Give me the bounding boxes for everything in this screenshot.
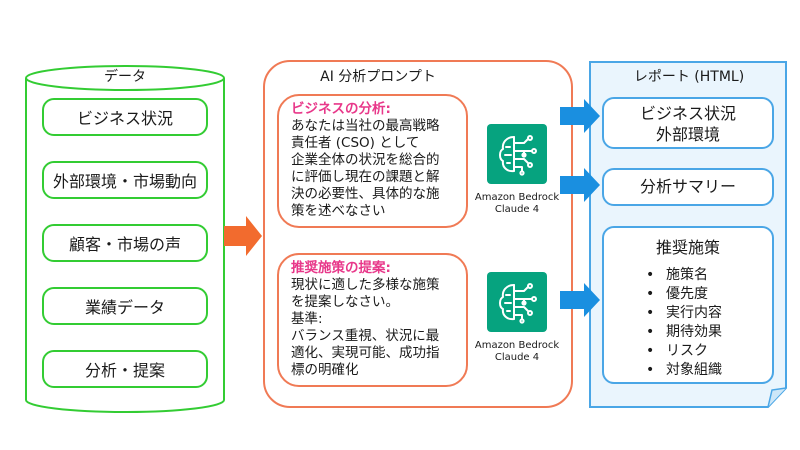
- list-item: 期待効果: [646, 323, 772, 342]
- proposal-prompt-title: 推奨施策の提案:: [291, 260, 391, 276]
- arrow-analysis-to-report-status: [560, 99, 600, 133]
- bedrock-name: Amazon Bedrock: [474, 192, 560, 203]
- proposal-prompt-line: 適化、実現可能、成功指: [291, 345, 440, 361]
- analysis-prompt-line: あなたは当社の最高戦略: [291, 118, 440, 134]
- analysis-prompt-line: 決の必要性、具体的な施: [291, 186, 440, 202]
- list-item: 優先度: [646, 285, 772, 304]
- bedrock-brain-icon: [487, 272, 547, 332]
- report-item-recommendations: 推奨施策 施策名 優先度 実行内容 期待効果 リスク 対象組織: [602, 226, 774, 384]
- analysis-prompt-title: ビジネスの分析:: [291, 101, 391, 117]
- recommend-bullet: 優先度: [666, 286, 708, 302]
- data-item-performance-data: 業績データ: [42, 287, 208, 325]
- list-item: リスク: [646, 342, 772, 361]
- proposal-prompt-line: バランス重視、状況に最: [291, 328, 440, 344]
- bedrock-caption-2: Amazon Bedrock Claude 4: [462, 340, 572, 364]
- proposal-prompt-box: 推奨施策の提案: 現状に適した多様な施策 を提案しなさい。 基準: バランス重視…: [277, 253, 468, 387]
- report-column-title: レポート (HTML): [633, 69, 745, 85]
- bedrock-brain-icon: [487, 124, 547, 184]
- bedrock-model: Claude 4: [494, 204, 540, 215]
- recommend-bullet: 期待効果: [666, 324, 722, 340]
- report-item-status-line1: ビジネス状況: [639, 104, 736, 123]
- bedrock-name: Amazon Bedrock: [474, 340, 560, 351]
- arrow-proposal-to-report-recommend: [560, 283, 600, 317]
- analysis-prompt-line: に評価し現在の課題と解: [291, 169, 440, 185]
- analysis-prompt-box: ビジネスの分析: あなたは当社の最高戦略 責任者 (CSO) として 企業全体の…: [277, 94, 468, 228]
- recommend-bullet: 実行内容: [666, 305, 722, 321]
- bedrock-caption-1: Amazon Bedrock Claude 4: [462, 192, 572, 216]
- data-column-title: データ: [104, 69, 146, 85]
- report-item-status-line2: 外部環境: [655, 125, 720, 144]
- recommend-bullet: 施策名: [666, 267, 708, 283]
- recommend-bullet: リスク: [666, 343, 708, 359]
- proposal-prompt-line: 現状に適した多様な施策: [291, 277, 440, 293]
- list-item: 施策名: [646, 266, 772, 285]
- bedrock-model: Claude 4: [494, 352, 540, 363]
- prompt-frame: [263, 60, 573, 408]
- recommend-title: 推奨施策: [655, 238, 720, 257]
- proposal-prompt-line: 基準:: [291, 311, 323, 327]
- analysis-prompt-line: 企業全体の状況を総合的: [291, 152, 440, 168]
- analysis-prompt-line: 策を述べなさい: [291, 203, 386, 219]
- recommend-bullet: 対象組織: [666, 362, 722, 378]
- proposal-prompt-line: 標の明確化: [291, 362, 359, 378]
- report-item-status: ビジネス状況 外部環境: [602, 97, 774, 149]
- report-item-summary: 分析サマリー: [602, 168, 774, 206]
- data-item-business-status: ビジネス状況: [42, 98, 208, 136]
- analysis-prompt-line: 責任者 (CSO) として: [291, 135, 420, 151]
- data-item-external-market: 外部環境・市場動向: [42, 161, 208, 199]
- arrow-analysis-to-report-summary: [560, 168, 600, 202]
- list-item: 実行内容: [646, 304, 772, 323]
- arrow-data-to-prompt: [224, 216, 262, 256]
- list-item: 対象組織: [646, 361, 772, 380]
- data-item-customer-voice: 顧客・市場の声: [42, 224, 208, 262]
- prompt-column-title: AI 分析プロンプト: [320, 69, 436, 85]
- recommend-list: 施策名 優先度 実行内容 期待効果 リスク 対象組織: [604, 266, 772, 380]
- data-item-analysis-proposal: 分析・提案: [42, 350, 208, 388]
- proposal-prompt-line: を提案しなさい。: [291, 294, 399, 310]
